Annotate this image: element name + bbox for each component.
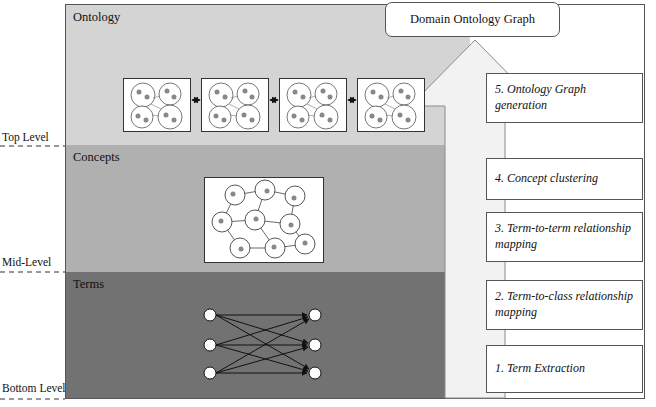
level-band: Ontology (66, 5, 406, 75)
process-step-box: 1. Term Extraction (486, 345, 643, 393)
box-text: 1. Term Extraction (495, 361, 585, 377)
level-label: Mid-Level (2, 256, 51, 268)
concept-graph (205, 178, 324, 263)
level-band: Concepts (66, 145, 196, 175)
process-step-box: 3. Term-to-term relationship mapping (486, 212, 643, 262)
box-text: 5. Ontology Graph generation (495, 82, 634, 113)
term-bipartite-graph (204, 309, 321, 379)
process-step-box: 4. Concept clustering (486, 158, 643, 200)
level-label: Top Level (2, 131, 49, 143)
box-text: Ontology (73, 10, 120, 25)
box-text: Terms (73, 277, 104, 292)
result-box: Domain Ontology Graph (385, 2, 560, 37)
box-text: 4. Concept clustering (495, 171, 598, 187)
ontology-thumbnails (124, 79, 425, 132)
level-dividers (0, 146, 65, 399)
concepts-band-fill (66, 145, 470, 272)
box-text: Domain Ontology Graph (410, 12, 535, 27)
box-text: Concepts (73, 150, 120, 165)
box-text: 3. Term-to-term relationship mapping (495, 221, 634, 252)
box-text: 2. Term-to-class relationship mapping (495, 289, 634, 320)
process-step-box: 2. Term-to-class relationship mapping (486, 280, 643, 330)
level-band: Terms (66, 272, 196, 302)
outer-frame (66, 5, 645, 399)
terms-band-fill (66, 272, 470, 398)
level-label: Bottom Level (2, 382, 66, 394)
process-step-box: 5. Ontology Graph generation (486, 73, 643, 123)
